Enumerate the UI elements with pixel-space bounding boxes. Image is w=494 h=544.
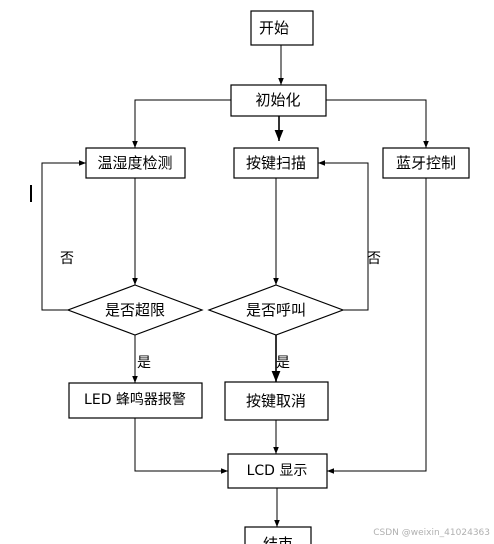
node-call: 是否呼叫 (207, 284, 345, 336)
node-end-label: 结束 (263, 535, 293, 544)
node-cancel-label: 按键取消 (246, 392, 306, 410)
node-key-scan-label: 按键扫描 (246, 154, 306, 172)
node-alarm-label: LED 蜂鸣器报警 (84, 391, 186, 408)
edge-call-no-loop (318, 160, 369, 311)
edge-overlimit-no-loop (41, 160, 86, 311)
node-cancel: 按键取消 (224, 381, 329, 421)
node-end: 结束 (244, 526, 312, 544)
label-yes-right: 是 (276, 355, 290, 371)
node-lcd: LCD 显示 (227, 453, 328, 489)
node-start-label: 开始 (259, 19, 289, 37)
edge-init-bluetooth (326, 99, 429, 148)
node-over-limit-label: 是否超限 (105, 301, 165, 319)
edge-init-temp (132, 99, 231, 148)
label-no-left: 否 (60, 251, 74, 267)
node-key-scan: 按键扫描 (233, 147, 319, 179)
edge-bluetooth-lcd (327, 178, 427, 474)
node-init: 初始化 (230, 84, 327, 117)
node-bluetooth: 蓝牙控制 (382, 147, 470, 179)
watermark: CSDN @weixin_41024363 (373, 528, 490, 538)
label-yes-left: 是 (137, 355, 151, 371)
node-over-limit: 是否超限 (66, 284, 204, 336)
edge-alarm-lcd (134, 418, 228, 474)
node-init-label: 初始化 (255, 91, 300, 109)
node-start: 开始 (250, 10, 314, 46)
node-temp-humidity: 温湿度检测 (85, 147, 186, 179)
label-no-right: 否 (367, 251, 381, 267)
node-alarm: LED 蜂鸣器报警 (68, 382, 203, 419)
node-lcd-label: LCD 显示 (247, 463, 308, 479)
node-bluetooth-label: 蓝牙控制 (396, 154, 456, 172)
node-call-label: 是否呼叫 (246, 301, 306, 319)
node-temp-humidity-label: 温湿度检测 (97, 154, 172, 172)
